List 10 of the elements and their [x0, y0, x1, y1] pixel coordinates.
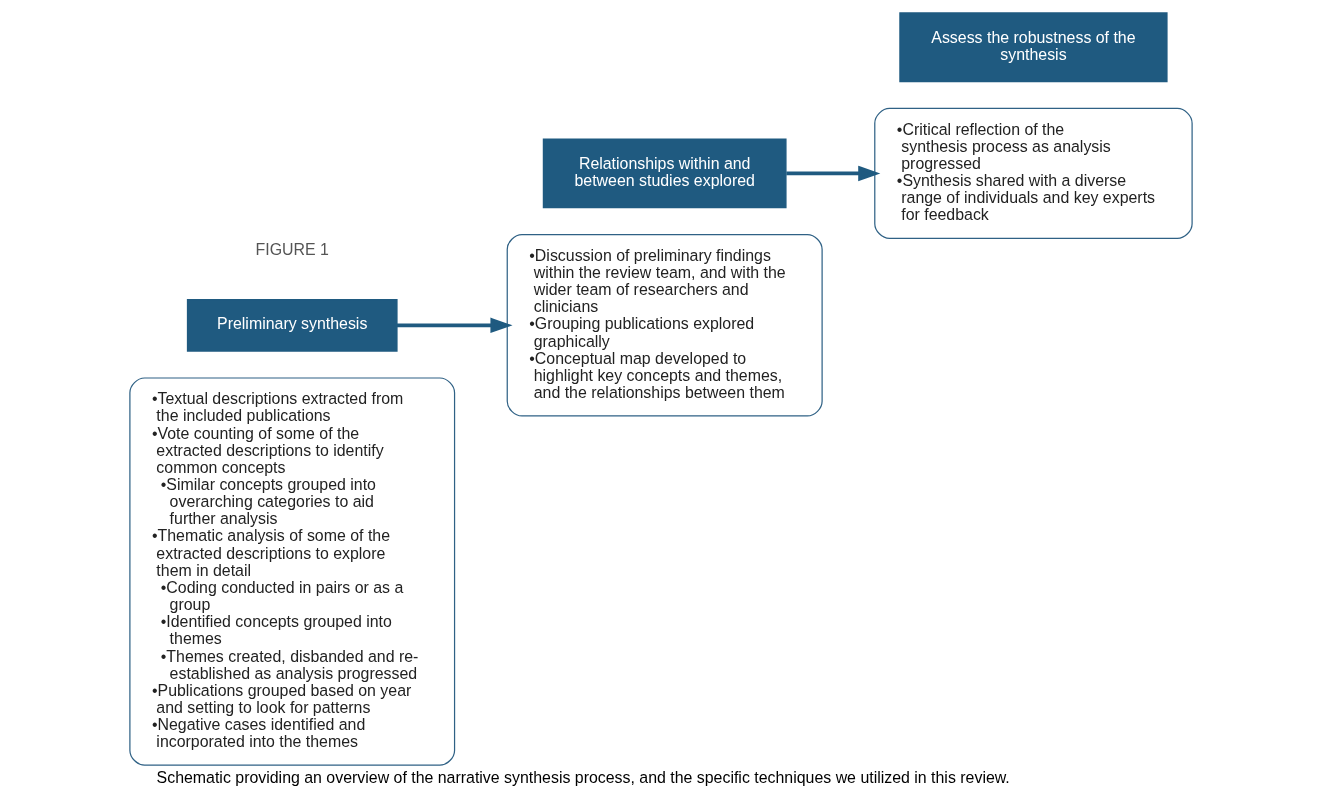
- arrow: [786, 165, 881, 182]
- label: FIGURE 1: [255, 240, 329, 258]
- node-box: Assess the robustness of the synthesis: [899, 12, 1168, 83]
- caption: Schematic providing an overview of the narrative synthesis process, and the specific techniques we utilized in this review.: [156, 768, 1010, 786]
- node-box: •Textual descriptions extracted from the included publications •Vote counting of some of the extracted descriptions to identify common concepts •Similar concepts grouped into overarching categories to aid further analysis •Thematic analysis of some of the extracted descriptions to explore them in detail •Coding conducted in pairs or as a group •Identified concepts grouped into themes •Themes created, disbanded and re-established as analysis progressed •Publications grouped based on year and setting to look for patterns •Negative cases identified and incorporated into the themes: [129, 377, 456, 766]
- node-box: •Critical reflection of the synthesis process as analysis progressed •Synthesis shared with a diverse range of individuals and key experts for feedback: [874, 107, 1193, 239]
- node-box: Preliminary synthesis: [186, 298, 398, 352]
- arrow: [397, 317, 513, 334]
- node-box: Relationships within and between studies explored: [542, 138, 787, 209]
- node-box: •Discussion of preliminary findings within the review team, and with the wider team of researchers and clinicians •Grouping publications explored graphically •Conceptual map developed to highlight key concepts and themes, and the relationships between them: [506, 234, 823, 417]
